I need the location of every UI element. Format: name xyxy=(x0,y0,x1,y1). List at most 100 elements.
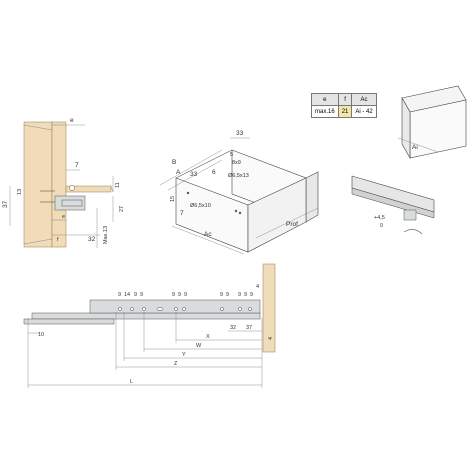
dim-37-label: 37 xyxy=(2,200,9,208)
side-section-view: e 7 37 13 11 27 e f 32 Max.13 xyxy=(2,117,125,248)
slide-dimension-lines: 10 32 37 X W Y Z L xyxy=(27,312,263,388)
adjust-arrow-icon xyxy=(403,229,423,235)
slide-hole xyxy=(220,307,224,311)
spec-cell-ac: Ai - 42 xyxy=(351,105,377,118)
dim-32-label: 32 xyxy=(230,325,236,331)
dim-Y-label: Y xyxy=(182,352,186,358)
spec-header-e: e xyxy=(311,93,339,106)
cabinet-side xyxy=(401,96,411,160)
cabinet-side-panel xyxy=(23,121,53,248)
dim-prof-line xyxy=(255,207,319,239)
slide-hole xyxy=(248,307,252,311)
adjust-clip xyxy=(403,209,417,221)
dim-11-label: 11 xyxy=(115,182,121,188)
dim-f-label: f xyxy=(57,237,59,243)
slide-hole xyxy=(118,307,122,311)
dim-max13-label: Max.13 xyxy=(103,226,109,244)
dim-prof-label: Prof xyxy=(286,221,298,228)
dim-4-top-label: 4 xyxy=(256,284,259,290)
drill-hole-3 xyxy=(238,211,242,215)
dim-33-top-label: 33 xyxy=(236,130,244,137)
drawer-back-edge xyxy=(305,171,319,223)
screw-head xyxy=(69,185,75,191)
dim-5-label: 5 xyxy=(230,152,233,158)
pitch-label: 9 xyxy=(134,292,137,298)
pitch-label: 9 xyxy=(118,292,121,298)
spec-header-ac: Ac xyxy=(351,93,377,106)
pitch-label: 9 xyxy=(250,292,253,298)
slide-hole xyxy=(182,307,186,311)
slide-slot xyxy=(156,307,164,311)
rail-adjust-view: +4,5 0 xyxy=(351,175,435,235)
drawer-top-edge xyxy=(175,149,233,179)
drawer-bottom-panel xyxy=(65,185,112,193)
drill-hole-1 xyxy=(186,191,190,195)
dim-d6513-label: Ø6,5x13 xyxy=(228,173,249,179)
slide-hole xyxy=(238,307,242,311)
dim-32-label: 32 xyxy=(88,236,96,243)
slide-hole xyxy=(174,307,178,311)
dim-Ac-label: Ac xyxy=(204,231,212,238)
drawer-front-panel-iso xyxy=(247,177,307,253)
spec-cell-e: max.16 xyxy=(311,105,339,118)
spec-table-row: max.16 21 Ai - 42 xyxy=(311,105,377,118)
slide-outer-rail xyxy=(31,312,261,320)
adjust-plus45-label: +4,5 xyxy=(374,215,385,221)
hole-pitch-labels: 9 14 9 9 9 9 9 9 9 9 9 9 xyxy=(118,292,253,298)
dim-33-label: 33 xyxy=(190,171,198,178)
adjust-zero-label: 0 xyxy=(380,223,383,229)
dim-d6510-label: Ø6,5x10 xyxy=(190,203,211,209)
pitch-label: 9 xyxy=(178,292,181,298)
pitch-label: 9 xyxy=(244,292,247,298)
dim-7-label: 7 xyxy=(75,162,79,169)
dim-6-label: 6 xyxy=(212,169,216,176)
dim-Z-label: Z xyxy=(174,361,178,367)
dim-10-label: 10 xyxy=(38,332,44,338)
dim-B-label: B xyxy=(172,159,176,166)
slide-inner-profile xyxy=(61,199,83,207)
slide-inner-rail xyxy=(23,318,115,325)
dim-L-label: L xyxy=(130,379,133,385)
drawer-front-wood xyxy=(262,263,276,353)
pitch-label: 9 xyxy=(184,292,187,298)
dim-37-label: 37 xyxy=(246,325,252,331)
pitch-label: 9 xyxy=(172,292,175,298)
pitch-label: 9 xyxy=(238,292,241,298)
pitch-label: 9 xyxy=(226,292,229,298)
spec-table: e f Ac max.16 21 Ai - 42 xyxy=(311,93,377,118)
slide-holes xyxy=(118,307,252,311)
pitch-label: 9 xyxy=(220,292,223,298)
dim-8x9-label: 8x9 xyxy=(232,160,241,166)
dim-X-label: X xyxy=(206,334,210,340)
slide-hole xyxy=(142,307,146,311)
slide-hole xyxy=(130,307,134,311)
spec-header-f: f xyxy=(337,93,353,106)
break-line-bottom xyxy=(23,238,53,245)
dim-A-label: A xyxy=(176,169,181,176)
pitch-label: 14 xyxy=(124,292,130,298)
dim-7-iso-label: 7 xyxy=(180,210,184,217)
dim-Ai-line xyxy=(397,137,439,153)
dim-4-side-label: 4 xyxy=(268,337,274,340)
dim-Ac-line xyxy=(171,225,245,255)
pitch-label: 9 xyxy=(140,292,143,298)
spec-cell-f: 21 xyxy=(337,105,353,118)
dim-13-label: 13 xyxy=(17,189,23,195)
dim-e2-label: e xyxy=(62,214,65,220)
cabinet-box-view: Ai xyxy=(397,85,467,160)
drill-hole-2 xyxy=(234,209,238,213)
dim-15-label: 15 xyxy=(170,196,176,202)
dim-e-label: e xyxy=(70,117,74,124)
slide-side-view: 9 14 9 9 9 9 9 9 9 9 9 9 4 4 10 32 37 X … xyxy=(23,263,276,388)
drawer-isometric-view: 33 B A 33 6 5 8x9 Ø6,5x13 15 7 Ø6,5x10 A… xyxy=(159,130,319,255)
dim-Ai-label: Ai xyxy=(412,144,418,151)
dim-27-label: 27 xyxy=(119,206,125,212)
dim-B-line xyxy=(159,149,223,186)
break-line-top xyxy=(23,124,53,131)
drawer-bottom-break xyxy=(110,185,114,193)
dim-W-label: W xyxy=(196,343,202,349)
drawer-side-panel xyxy=(51,121,67,248)
dim-A-line xyxy=(167,159,223,191)
